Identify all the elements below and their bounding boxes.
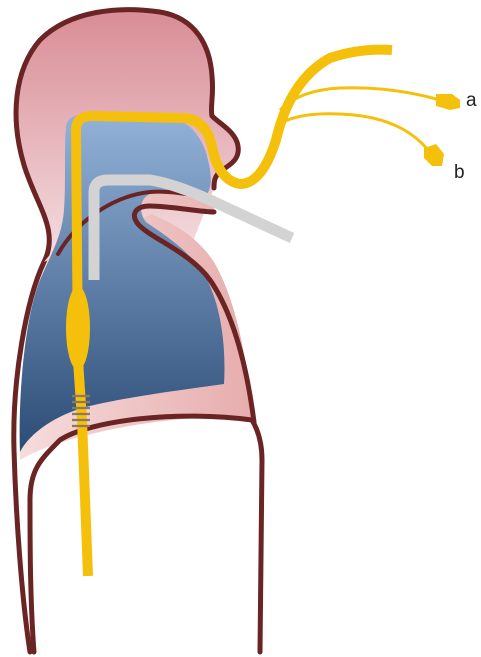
label-b: b [454,162,465,183]
pilot-line-b [276,114,428,150]
label-a: a [466,90,477,111]
connector-b [424,144,444,166]
connector-a [436,94,460,110]
pilot-line-a [280,88,440,110]
tube-cuff [66,286,90,370]
